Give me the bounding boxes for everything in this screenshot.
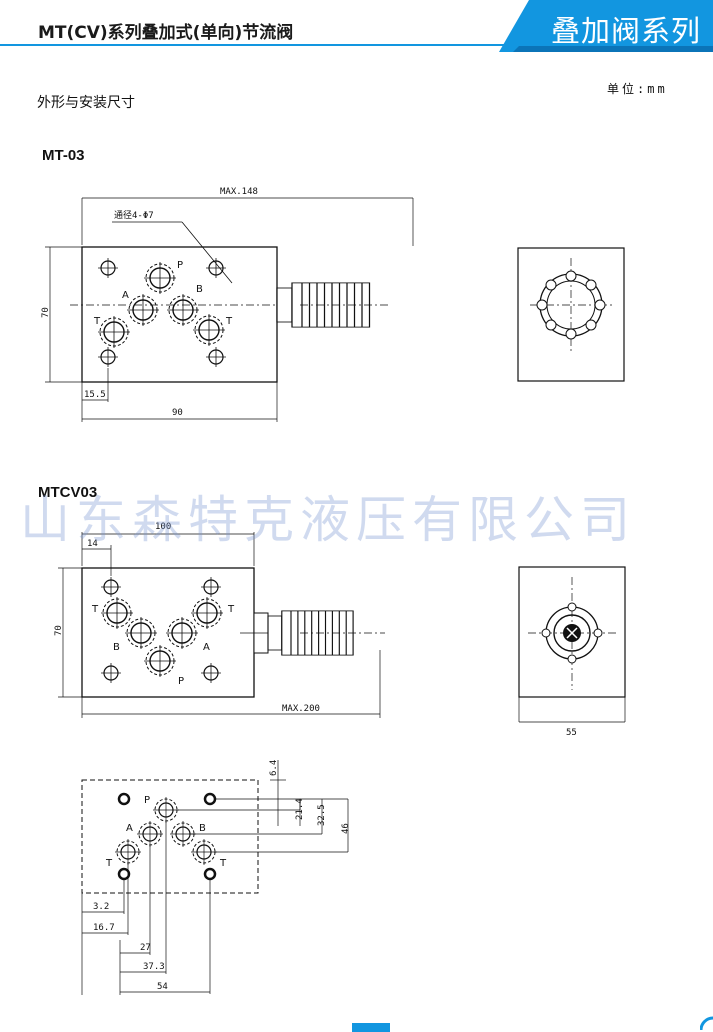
mt03-port-a: A [122,290,129,301]
mount-dim-v-1: 6.4 [269,760,279,776]
mt03-port-b: B [196,284,203,295]
corner-arc-icon [700,1016,713,1031]
mtcv03-port-a: A [203,642,210,653]
mount-dim-h-2: 16.7 [93,923,115,933]
mt03-bore-label: 通径4-Φ7 [114,209,154,221]
mount-dim-h-3: 27 [140,943,151,953]
mtcv03-port-t2: T [227,604,235,615]
mount-dim-v-2: 21.4 [295,798,305,820]
model-mt03-heading: MT-03 [42,147,85,164]
mt03-height: 70 [41,307,51,318]
mt03-port-p: P [177,260,183,271]
mt03-front-view [45,197,414,422]
mount-port-a: A [126,823,133,834]
section-heading: 外形与安装尺寸 [37,95,135,111]
header-rule [0,44,520,46]
mtcv03-port-b: B [113,642,120,653]
mtcv03-side-width: 55 [566,728,577,738]
model-mtcv03-heading: MTCV03 [38,484,98,501]
mtcv03-max-length: MAX.200 [282,704,320,714]
mount-dim-v-4: 46 [341,823,351,834]
mt03-width: 90 [172,408,183,418]
series-label: 叠加阀系列 [550,14,701,48]
mount-port-p: P [144,795,150,806]
mount-dim-h-5: 54 [157,982,168,992]
series-banner [499,0,713,52]
mtcv03-side-view [518,566,626,723]
mount-port-t2: T [219,858,227,869]
mtcv03-height: 70 [54,625,64,636]
mtcv03-front-view [58,532,385,718]
mtcv03-port-t1: T [91,604,99,615]
mt03-port-t2: T [225,316,233,327]
mtcv03-width: 100 [155,522,171,532]
unit-label: 单位:mm [607,82,668,96]
mounting-surface [81,760,349,995]
mount-port-t1: T [105,858,113,869]
page-title: MT(CV)系列叠加式(单向)节流阀 [38,23,294,43]
mt03-port-t1: T [93,316,101,327]
mt03-side-view [517,247,625,382]
company-watermark: 山东森特克液压有限公司 [20,491,636,549]
mount-dim-h-4: 37.3 [143,962,165,972]
mount-port-b: B [199,823,206,834]
mount-dim-h-1: 3.2 [93,902,109,912]
mt03-max-length: MAX.148 [220,187,258,197]
mtcv03-port-p: P [178,676,184,687]
mt03-offset: 15.5 [84,390,106,400]
mtcv03-offset: 14 [87,539,98,549]
page-marker [352,1023,390,1032]
mount-dim-v-3: 32.5 [317,804,327,826]
